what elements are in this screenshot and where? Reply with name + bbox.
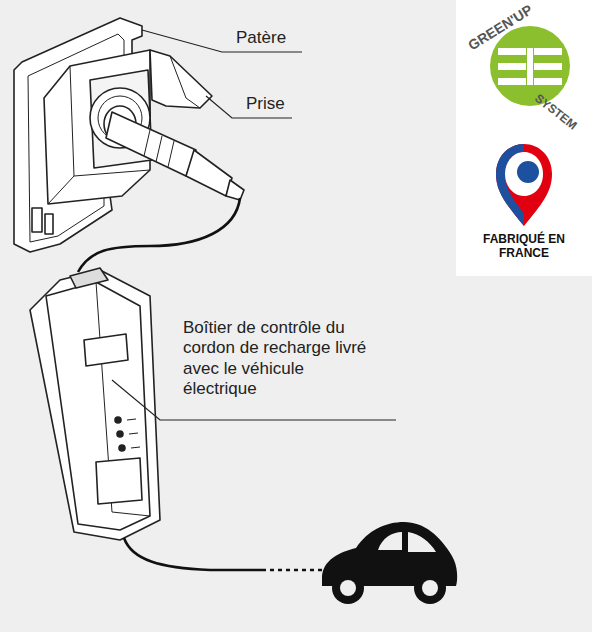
leader-line: [112, 30, 396, 420]
logo-text: FABRIQUÉ EN FRANCE: [474, 232, 574, 261]
part-label: Boîtier de contrôle du cordon de recharg…: [183, 318, 373, 400]
cable: [124, 538, 262, 570]
part-label: Patère: [236, 28, 326, 48]
greenup-logo: [490, 26, 570, 106]
cable-dashed: [262, 569, 322, 572]
car-icon: [322, 522, 457, 604]
part-label: Prise: [246, 94, 326, 114]
socket: [44, 50, 212, 204]
cable: [78, 198, 240, 272]
plug: [104, 106, 244, 200]
france-pin: [496, 144, 552, 226]
